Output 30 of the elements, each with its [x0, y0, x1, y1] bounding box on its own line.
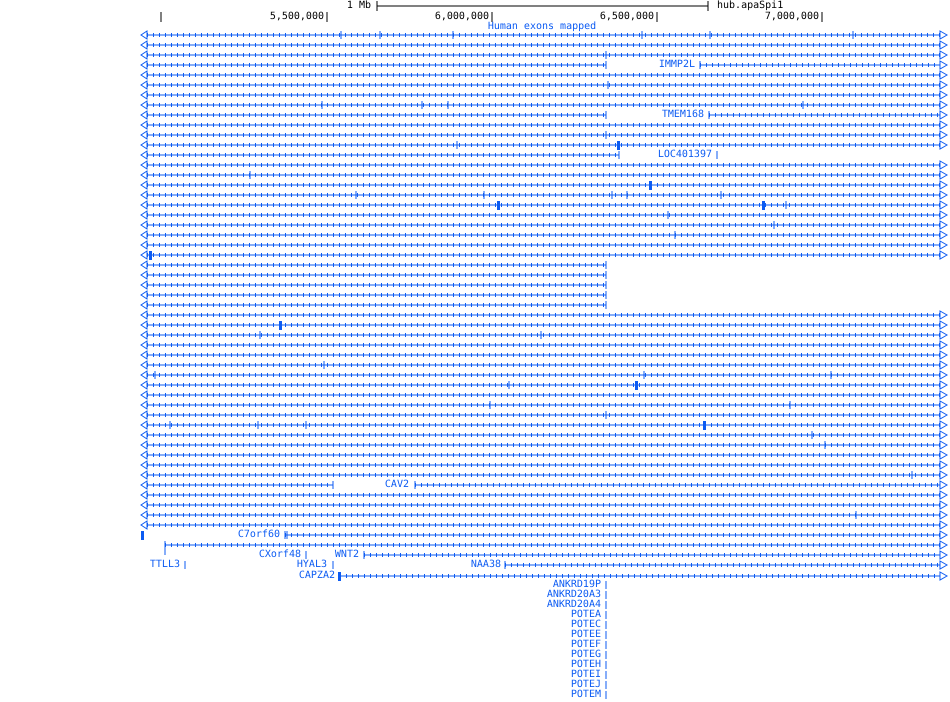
gene-label: CAV2: [384, 480, 410, 490]
gene-label: WNT2: [334, 550, 360, 560]
coordinate-label: 6,000,000: [434, 12, 490, 22]
scale-label: 1 Mb: [346, 1, 372, 11]
track-title: Human exons mapped: [486, 22, 598, 32]
gene-label: TMEM168: [660, 110, 705, 120]
coordinate-label: 5,500,000: [268, 12, 325, 22]
gene-label: ANKRD20A4: [546, 600, 602, 610]
gene-label: TTLL3: [148, 560, 181, 570]
gene-label: POTEA: [570, 610, 602, 620]
gene-label: POTEM: [570, 690, 602, 700]
gene-label: CXorf48: [258, 550, 302, 560]
gene-label: NAA38: [470, 560, 502, 570]
gene-label: POTEG: [570, 650, 602, 660]
gene-label: IMMP2L: [658, 60, 696, 70]
gene-label: LOC401397: [656, 150, 713, 160]
gene-label: ANKRD19P: [552, 580, 602, 590]
assembly-label: hub.apaSpi1: [716, 1, 784, 11]
gene-label: CAPZA2: [298, 571, 336, 581]
gene-label: HYAL3: [296, 560, 328, 570]
gene-label: POTEE: [570, 630, 602, 640]
coordinate-label: 6,500,000: [598, 12, 655, 22]
coordinate-label: 7,000,000: [764, 12, 820, 22]
gene-label: C7orf60: [236, 530, 281, 540]
gene-label: POTEH: [570, 660, 602, 670]
gene-label: POTEF: [570, 640, 602, 650]
gene-label: POTEC: [570, 620, 602, 630]
gene-label: POTEJ: [570, 680, 602, 690]
gene-label: ANKRD20A3: [546, 590, 602, 600]
gene-label: POTEI: [570, 670, 602, 680]
